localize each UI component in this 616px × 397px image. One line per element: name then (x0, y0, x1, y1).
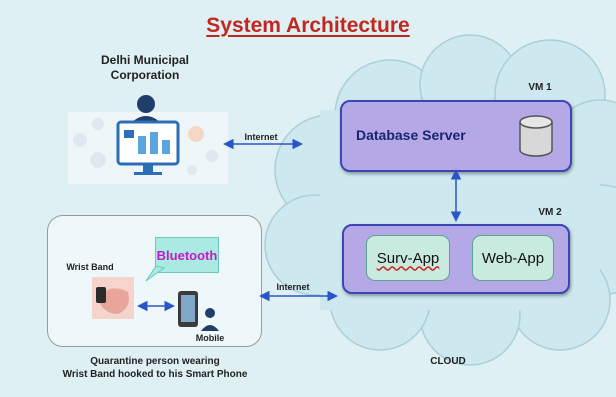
wrist-band-label: Wrist Band (66, 262, 114, 272)
vm1-box: Database Server (340, 100, 572, 172)
internet-label-bottom: Internet (276, 282, 310, 292)
wearable-caption: Quarantine person wearing Wrist Band hoo… (40, 355, 270, 381)
vm2-label: VM 2 (538, 207, 562, 218)
wearable-caption-line2: Wrist Band hooked to his Smart Phone (62, 369, 248, 380)
database-server-label: Database Server (356, 127, 466, 143)
web-app-box: Web-App (472, 235, 554, 281)
web-app-label: Web-App (481, 249, 545, 267)
bluetooth-callout: Bluetooth (155, 237, 219, 273)
dmc-label: Delhi Municipal Corporation (70, 53, 220, 83)
surv-app-box: Surv-App (366, 235, 450, 281)
vm2-box: Surv-App Web-App (342, 224, 570, 294)
internet-label-top: Internet (244, 132, 278, 142)
mobile-label: Mobile (195, 333, 225, 343)
cloud-label: CLOUD (430, 356, 466, 367)
dmc-label-line2: Corporation (110, 68, 180, 82)
surv-app-label: Surv-App (376, 249, 440, 267)
wearable-caption-line1: Quarantine person wearing (90, 356, 220, 367)
database-icon (519, 115, 553, 157)
vm1-label: VM 1 (528, 82, 552, 93)
dmc-label-line1: Delhi Municipal (100, 53, 189, 67)
wearable-group-box (47, 215, 262, 347)
page-title: System Architecture (206, 14, 410, 37)
